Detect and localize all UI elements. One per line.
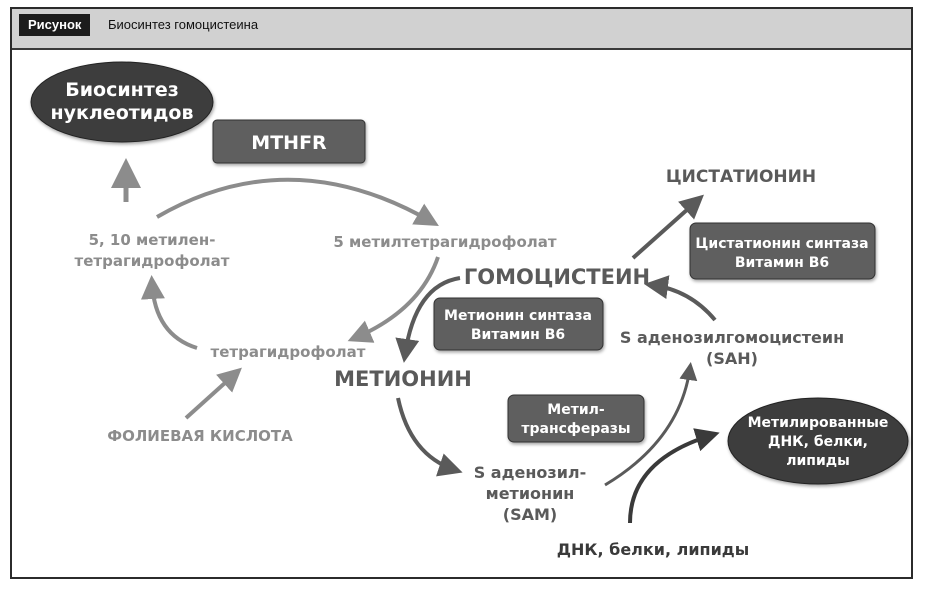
arrow-methylene-to-methylthf — [155, 177, 439, 226]
sam-line1: S аденозил- — [474, 463, 587, 482]
arrow-sam-to-sah — [604, 362, 698, 487]
thf-label: тетрагидрофолат — [211, 343, 366, 361]
cystathionine-synthase-line1: Цистатионин синтаза — [695, 236, 868, 252]
methylene-thf-line1: 5, 10 метилен- — [89, 231, 216, 249]
sam-line3: (SAM) — [503, 505, 557, 524]
arrow-folic-to-thf — [184, 367, 242, 420]
sam-line2: метионин — [486, 484, 575, 503]
homocysteine-label: ГОМОЦИСТЕИН — [464, 265, 650, 289]
arrow-homocysteine-to-methionine — [395, 276, 461, 363]
arrow-sah-to-homocysteine — [644, 275, 717, 322]
node-methylated-products — [727, 397, 909, 485]
node-methyltransferases-box — [507, 394, 645, 443]
node-methionine-synthase-box — [433, 297, 604, 351]
sah-line1: S аденозилгомоцистеин — [620, 328, 844, 347]
sah-line2: (SAH) — [706, 349, 758, 368]
arrow-homocysteine-to-cystathionine — [631, 194, 704, 260]
node-cystathionine-synthase-box — [689, 222, 876, 280]
arrow-thf-to-methylene — [140, 275, 198, 350]
node-nucleotide-biosynthesis — [30, 61, 214, 143]
methyltransferases-line2: трансферазы — [521, 421, 630, 437]
methyltransferases-line1: Метил- — [547, 402, 605, 418]
node-mthfr-box — [212, 119, 366, 164]
mthfr-label: MTHFR — [251, 132, 327, 154]
nucleotide-biosynthesis-line2: нуклеотидов — [50, 102, 193, 124]
cystathionine-synthase-line2: Витамин В6 — [735, 255, 829, 271]
methyl-thf-label: 5 метилтетрагидрофолат — [333, 233, 557, 251]
methylated-line3: липиды — [786, 453, 850, 469]
methionine-synthase-line1: Метионин синтаза — [444, 308, 592, 324]
methylated-line1: Метилированные — [748, 415, 889, 431]
arrow-methylthf-to-thf — [347, 256, 440, 343]
nucleotide-biosynthesis-line1: Биосинтез — [65, 79, 179, 101]
methylated-line2: ДНК, белки, — [768, 434, 868, 450]
figure-title: Биосинтез гомоцистеина — [108, 17, 259, 32]
methylene-thf-line2: тетрагидрофолат — [75, 252, 230, 270]
figure-badge: Рисунок — [19, 14, 91, 36]
cystathionine-label: ЦИСТАТИОНИН — [666, 167, 816, 187]
arrow-methionine-to-sam — [396, 397, 463, 477]
arrow-dna-to-methylated — [628, 428, 720, 524]
dna-proteins-lipids-label: ДНК, белки, липиды — [557, 540, 749, 559]
folic-acid-label: ФОЛИЕВАЯ КИСЛОТА — [107, 427, 293, 445]
methionine-label: МЕТИОНИН — [334, 367, 472, 391]
methionine-synthase-line2: Витамин В6 — [471, 327, 565, 343]
figure-header: Рисунок Биосинтез гомоцистеина — [12, 9, 911, 50]
